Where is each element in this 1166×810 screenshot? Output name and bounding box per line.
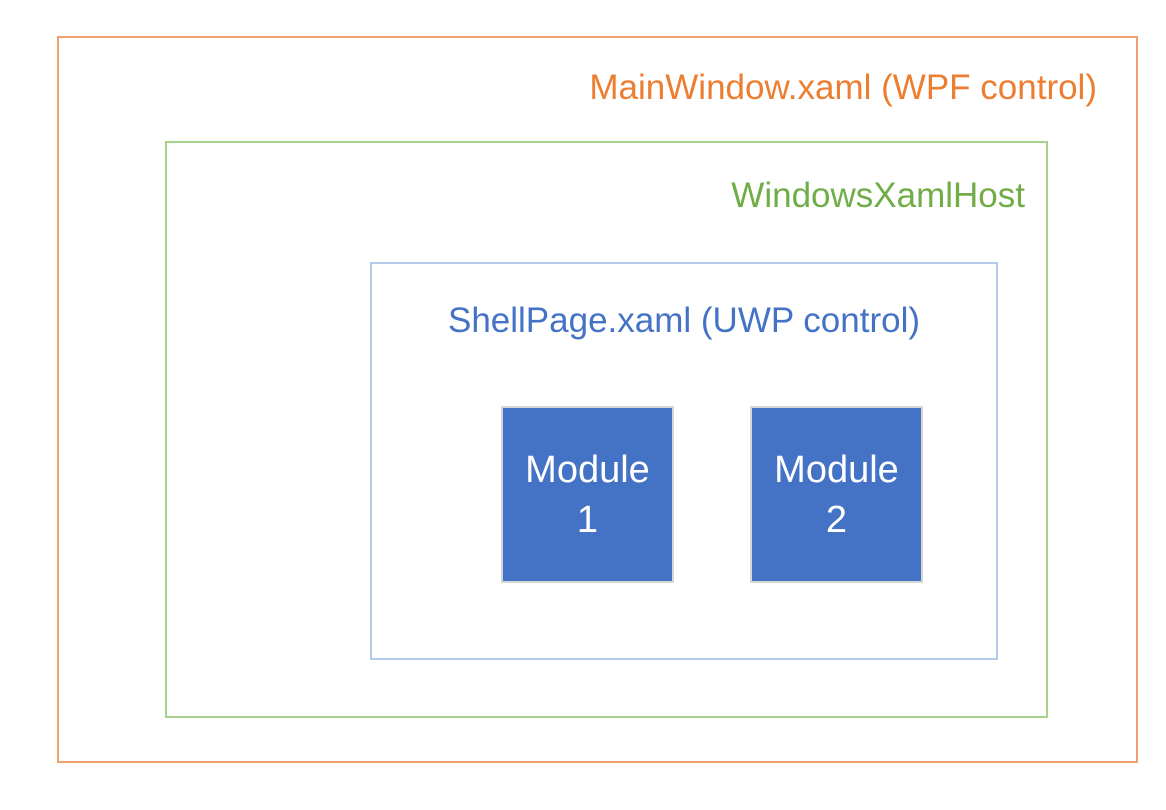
- windows-xaml-host-label: WindowsXamlHost: [731, 176, 1025, 215]
- shell-page-box: ShellPage.xaml (UWP control) Module 1 Mo…: [370, 262, 998, 660]
- module-1-box: Module 1: [501, 406, 674, 583]
- module-1-name: Module: [525, 448, 650, 491]
- windows-xaml-host-box: WindowsXamlHost ShellPage.xaml (UWP cont…: [165, 141, 1048, 718]
- module-1-number: 1: [576, 498, 599, 541]
- main-window-box: MainWindow.xaml (WPF control) WindowsXam…: [57, 36, 1138, 763]
- shell-page-label: ShellPage.xaml (UWP control): [447, 301, 921, 340]
- module-2-box: Module 2: [750, 406, 923, 583]
- main-window-label: MainWindow.xaml (WPF control): [589, 68, 1097, 107]
- module-2-number: 2: [825, 498, 848, 541]
- module-2-name: Module: [774, 448, 899, 491]
